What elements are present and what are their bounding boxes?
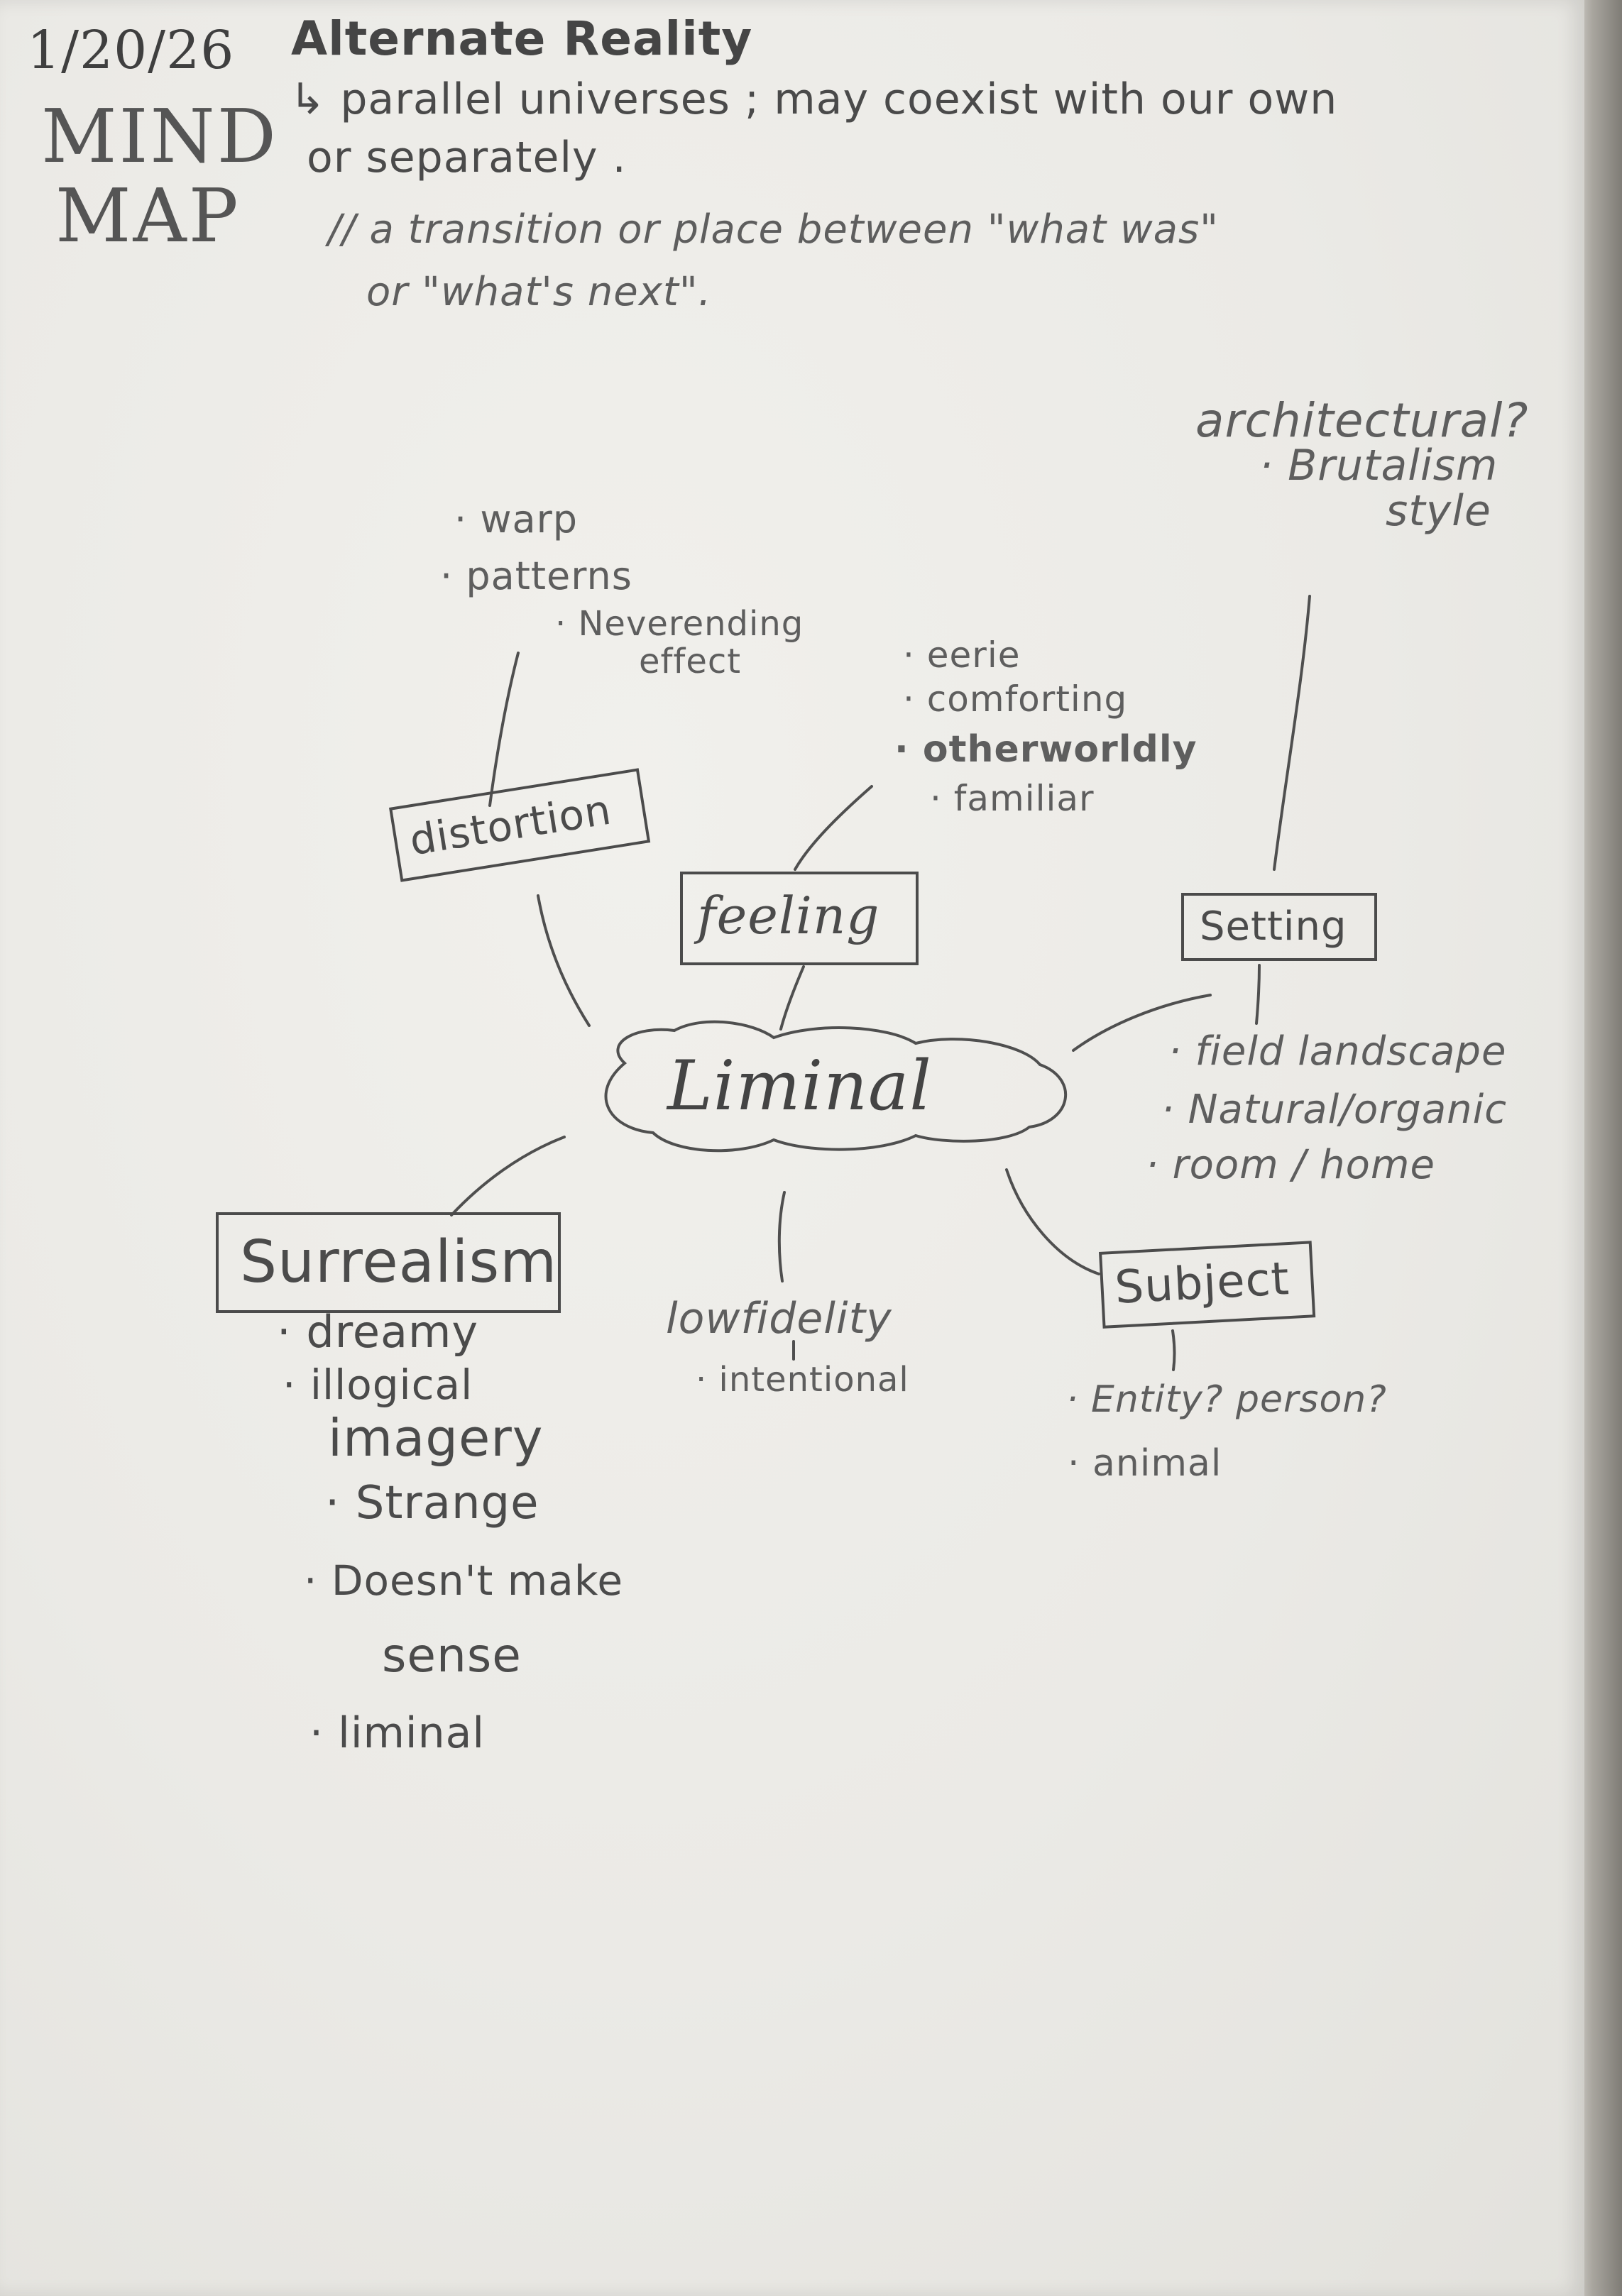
surrealism-node-label: Surrealism xyxy=(240,1229,558,1296)
definition-line-1: ↳ parallel universes ; may coexist with … xyxy=(290,75,1338,124)
feeling-note-1: · eerie xyxy=(903,635,1021,676)
surrealism-note-1: · dreamy xyxy=(277,1306,479,1358)
quote-line-2: or "what's next". xyxy=(366,269,712,315)
connector-lowfidelity-center xyxy=(777,1191,786,1282)
distortion-note-4: effect xyxy=(639,642,742,681)
connector-subject-notes xyxy=(1171,1329,1176,1371)
surrealism-note-7: · liminal xyxy=(309,1708,486,1758)
mind-map-connectors xyxy=(450,595,1311,1371)
distortion-note-2: · patterns xyxy=(440,554,632,598)
connector-distortion-notes xyxy=(488,652,520,807)
feeling-note-4: · familiar xyxy=(930,778,1095,819)
setting-note-above-2: · Brutalism xyxy=(1259,441,1498,490)
feeling-note-2: · comforting xyxy=(903,679,1128,720)
page-title: Alternate Reality xyxy=(291,11,753,66)
setting-note-above-3: style xyxy=(1386,486,1491,536)
surrealism-note-6: sense xyxy=(382,1628,522,1683)
lowfidelity-node-label: lowfidelity xyxy=(666,1294,892,1344)
setting-note-below-1: · field landscape xyxy=(1168,1028,1507,1075)
mind-map-label-line1: MIND xyxy=(41,93,278,180)
setting-node-label: Setting xyxy=(1200,903,1347,950)
surrealism-note-2: · illogical xyxy=(283,1361,473,1409)
setting-note-below-3: · room / home xyxy=(1146,1142,1435,1188)
feeling-node: feeling xyxy=(680,872,919,965)
subject-node: Subject xyxy=(1099,1241,1316,1329)
connector-setting-center xyxy=(1072,994,1212,1052)
feeling-note-3: · otherworldly xyxy=(894,728,1198,771)
center-node-label: Liminal xyxy=(667,1046,932,1126)
connector-distortion-center xyxy=(537,894,591,1027)
connector-feeling-center xyxy=(779,965,805,1031)
surrealism-note-5: · Doesn't make xyxy=(304,1556,624,1605)
lowfidelity-note-1: · intentional xyxy=(696,1360,909,1400)
subject-note-2: · animal xyxy=(1068,1442,1222,1485)
mind-map-label-line2: MAP xyxy=(55,172,241,259)
distortion-note-1: · warp xyxy=(454,497,579,542)
setting-node: Setting xyxy=(1181,893,1377,961)
surrealism-node: Surrealism xyxy=(216,1212,561,1313)
connector-setting-notes-below xyxy=(1255,964,1261,1025)
connector-feeling-notes xyxy=(794,785,873,871)
distortion-note-3: · Neverending xyxy=(555,604,804,644)
subject-note-1: · Entity? person? xyxy=(1066,1378,1387,1421)
feeling-node-label: feeling xyxy=(697,886,880,945)
surrealism-note-4: · Strange xyxy=(325,1477,539,1529)
notebook-page xyxy=(0,0,1584,2296)
center-cloud-outline xyxy=(604,1020,1068,1153)
connector-surrealism-center xyxy=(450,1136,566,1216)
surrealism-note-3: imagery xyxy=(328,1408,544,1468)
quote-line-1: // a transition or place between "what w… xyxy=(328,207,1219,253)
subject-node-label: Subject xyxy=(1113,1253,1291,1314)
definition-line-2: or separately . xyxy=(307,133,627,182)
connector-subject-center xyxy=(1005,1168,1100,1275)
table-edge xyxy=(1579,0,1622,2296)
connector-setting-notes-above xyxy=(1273,595,1311,871)
setting-note-above-1: architectural? xyxy=(1195,393,1529,448)
setting-note-below-2: · Natural/organic xyxy=(1161,1087,1508,1133)
page-date: 1/20/26 xyxy=(27,20,235,81)
